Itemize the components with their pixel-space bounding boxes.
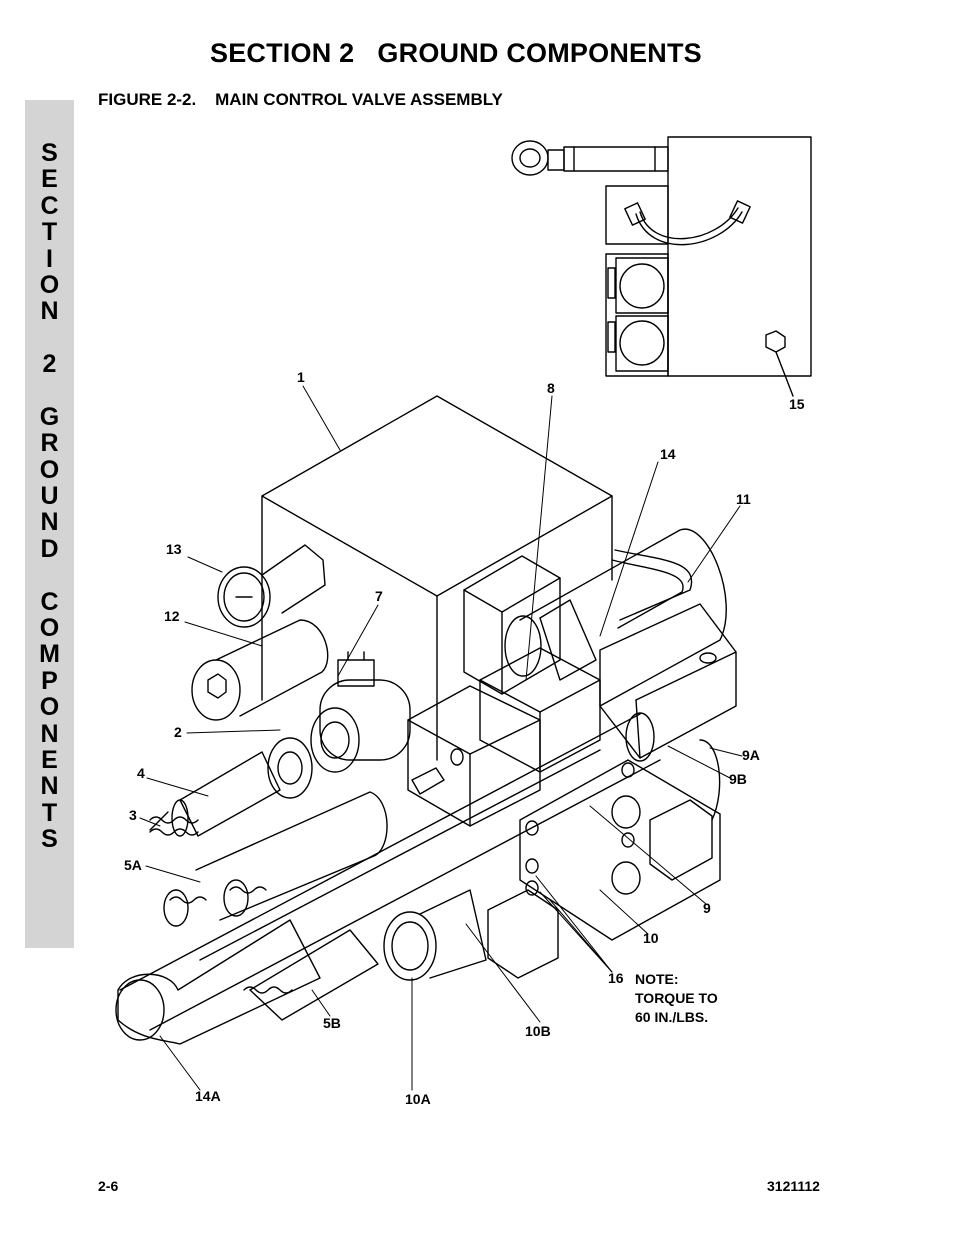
inset-view xyxy=(511,136,812,397)
left-fittings xyxy=(115,544,559,1045)
side-tab-letter: S xyxy=(41,825,58,854)
callout-15: 15 xyxy=(789,396,805,412)
side-tab-letter: E xyxy=(41,745,58,774)
callout-9: 9 xyxy=(703,900,711,916)
side-tab-letter: R xyxy=(40,429,59,458)
side-tab-letter: N xyxy=(40,772,59,801)
callout-9a: 9A xyxy=(742,747,760,763)
callout-4: 4 xyxy=(137,765,145,781)
side-tab-letter: U xyxy=(40,482,59,511)
note-line-1: NOTE: xyxy=(635,971,679,987)
side-tab-letter: T xyxy=(41,798,58,827)
section-title: SECTION 2 GROUND COMPONENTS xyxy=(210,38,702,68)
side-tab-letter: M xyxy=(39,640,60,669)
side-tab-letter: O xyxy=(39,455,60,484)
callout-5a: 5A xyxy=(124,857,142,873)
callout-12: 12 xyxy=(164,608,180,624)
callout-13: 13 xyxy=(166,541,182,557)
callout-1: 1 xyxy=(297,369,305,385)
side-tab-letter: C xyxy=(40,587,59,616)
side-tab-letter: N xyxy=(40,297,59,326)
upper-cartridges xyxy=(407,528,737,827)
leader-lines xyxy=(139,385,743,1091)
side-tab-letter: P xyxy=(41,666,58,695)
side-tab-letter: 2 xyxy=(42,350,57,379)
side-tab-letter: O xyxy=(39,693,60,722)
right-ports xyxy=(519,739,721,941)
long-tubes xyxy=(119,712,661,1031)
callout-14: 14 xyxy=(660,446,676,462)
callout-5b: 5B xyxy=(323,1015,341,1031)
callout-8: 8 xyxy=(547,380,555,396)
callout-3: 3 xyxy=(129,807,137,823)
valve-body xyxy=(261,395,613,761)
side-tab-letter: N xyxy=(40,508,59,537)
callout-11: 11 xyxy=(736,491,751,507)
side-tab-letter: E xyxy=(41,165,58,194)
side-tab-letter: O xyxy=(39,270,60,299)
callout-7: 7 xyxy=(375,588,383,604)
page-number: 2-6 xyxy=(98,1178,119,1194)
torque-note: NOTE: TORQUE TO 60 IN./LBS. xyxy=(635,970,718,1027)
callout-2: 2 xyxy=(174,724,182,740)
callout-9b: 9B xyxy=(729,771,747,787)
note-line-2: TORQUE TO xyxy=(635,990,718,1006)
side-tab-letter: I xyxy=(46,244,53,273)
callout-16: 16 xyxy=(608,970,624,986)
side-tab-letter: D xyxy=(40,534,59,563)
figure-title: FIGURE 2-2. MAIN CONTROL VALVE ASSEMBLY xyxy=(98,90,503,109)
side-tab-letter: C xyxy=(40,191,59,220)
document-number: 3121112 xyxy=(767,1178,820,1194)
side-tab-letter: S xyxy=(41,139,58,167)
side-tab-letter: O xyxy=(39,614,60,643)
callout-10: 10 xyxy=(643,930,659,946)
callout-10a: 10A xyxy=(405,1091,431,1107)
callout-14a: 14A xyxy=(195,1088,221,1104)
side-tab-letter: G xyxy=(39,402,60,431)
side-tab-letter: T xyxy=(41,218,58,247)
note-line-3: 60 IN./LBS. xyxy=(635,1009,709,1025)
callout-10b: 10B xyxy=(525,1023,551,1039)
side-tab-letter: N xyxy=(40,719,59,748)
